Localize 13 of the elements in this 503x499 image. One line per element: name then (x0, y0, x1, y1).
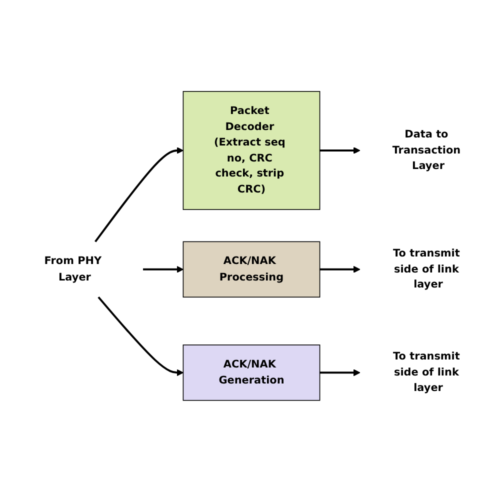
node-text: To transmit side of link layer (393, 350, 460, 394)
arrow (98, 296, 184, 376)
arrow (94, 146, 184, 242)
arrow (143, 266, 184, 273)
node-text: From PHY Layer (44, 255, 102, 283)
node-box: Packet Decoder (Extract seq no, CRC check, strip CRC) (182, 90, 320, 210)
arrow (320, 266, 360, 273)
node-text: To transmit side of link layer (393, 247, 460, 291)
node-box: ACK/NAK Processing (182, 240, 320, 298)
arrow (320, 368, 360, 376)
arrow (320, 146, 360, 154)
node-box: ACK/NAK Generation (182, 344, 320, 400)
node-text: Data to Transaction Layer (392, 128, 461, 172)
